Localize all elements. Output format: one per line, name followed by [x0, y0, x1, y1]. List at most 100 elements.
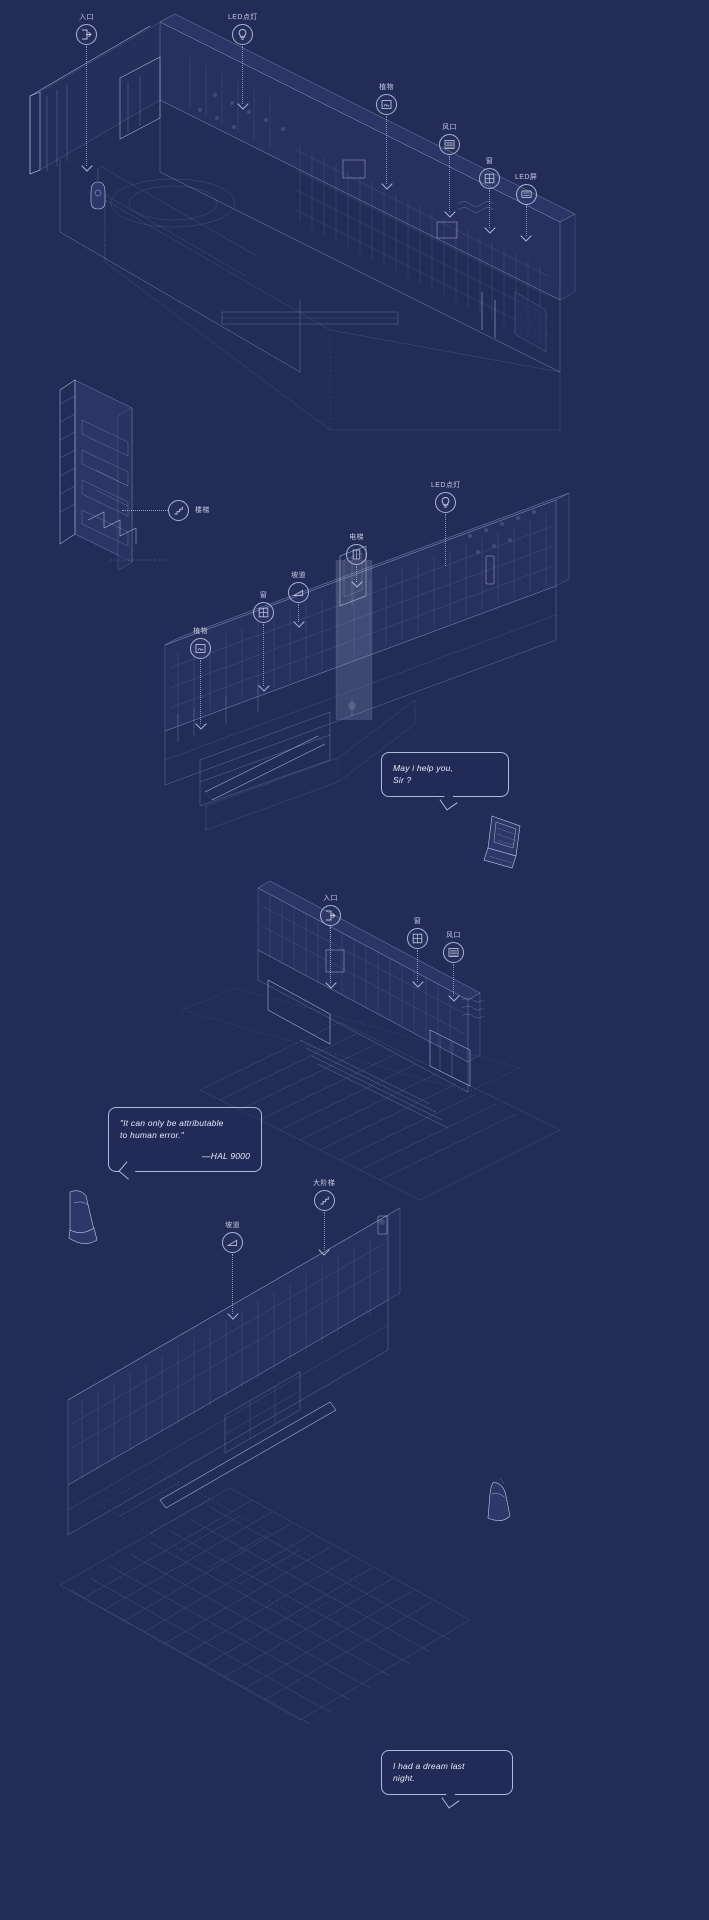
grand-stair-icon — [313, 1190, 335, 1211]
annotation-stairs[interactable]: 楼梯 — [122, 500, 210, 521]
annotation-led-light-2[interactable]: LED点灯 — [431, 482, 461, 566]
annotation-label: 风口 — [442, 124, 457, 131]
leader-line — [525, 206, 527, 236]
leader-line — [417, 950, 418, 982]
leader-line — [298, 604, 299, 622]
annotation-label: 风口 — [446, 932, 461, 939]
service-robot-upper — [90, 168, 106, 210]
service-robot-jug — [487, 1477, 511, 1521]
annotation-label: 坡道 — [225, 1222, 240, 1229]
arrow-head-icon — [226, 1308, 239, 1320]
arrow-head-icon — [324, 977, 337, 989]
window-icon — [407, 928, 428, 949]
section-2-geometry — [59, 379, 168, 571]
arrow-head-icon — [318, 1244, 330, 1256]
leader-line — [242, 46, 244, 104]
arrow-head-icon — [520, 230, 532, 242]
leader-line — [445, 514, 447, 566]
annotation-plant-2[interactable]: 植物 — [190, 628, 211, 730]
annotation-label: 大阶梯 — [313, 1180, 336, 1187]
bubble-line-1: "It can only be attributable — [120, 1118, 224, 1128]
annotation-window-2[interactable]: 窗 — [253, 592, 274, 692]
plant-icon — [376, 94, 397, 115]
arrow-head-icon — [447, 990, 460, 1002]
leader-line — [323, 1212, 325, 1250]
speech-bubble-dream: I had a dream last night. — [381, 1750, 513, 1809]
stairs-icon — [168, 500, 189, 521]
led-screen-icon — [515, 184, 537, 205]
annotation-window-3[interactable]: 窗 — [407, 918, 428, 988]
annotation-air-vent-1[interactable]: 风口 — [439, 124, 460, 218]
annotation-elevator[interactable]: 电梯 — [346, 534, 367, 588]
entrance-icon — [320, 905, 341, 926]
leader-line — [200, 660, 201, 724]
leader-line — [489, 190, 490, 228]
ramp-icon — [222, 1232, 243, 1253]
annotation-entrance-1[interactable]: 入口 — [76, 14, 97, 172]
leader-line — [449, 156, 450, 212]
annotation-label: 坡道 — [291, 572, 306, 579]
robot-figures — [68, 168, 521, 1521]
service-robot-cone — [68, 1190, 98, 1244]
arrow-head-icon — [194, 718, 207, 730]
elevator-icon — [346, 544, 367, 565]
annotation-label: 窗 — [259, 592, 268, 599]
entrance-icon — [76, 24, 97, 45]
annotation-ramp-2[interactable]: 坡道 — [222, 1222, 243, 1320]
leader-line — [386, 116, 387, 184]
section-4-geometry — [181, 880, 561, 1201]
annotation-label: 植物 — [379, 84, 394, 91]
section-1-geometry — [29, 13, 576, 431]
section-5-geometry — [59, 1207, 471, 1725]
bubble-attribution: —HAL 9000 — [202, 1150, 250, 1161]
annotation-label: 窗 — [485, 158, 494, 165]
arrow-head-icon — [380, 178, 393, 190]
window-icon — [253, 602, 274, 623]
arrow-head-icon — [257, 680, 270, 692]
annotation-led-light-1[interactable]: LED点灯 — [228, 14, 258, 110]
arrow-head-icon — [443, 206, 456, 218]
annotation-grand-stair[interactable]: 大阶梯 — [313, 1180, 336, 1256]
bubble-line-1: I had a dream last — [393, 1761, 465, 1771]
window-icon — [479, 168, 500, 189]
leader-line — [330, 927, 331, 983]
air-vent-icon — [439, 134, 460, 155]
annotation-label: LED点灯 — [228, 14, 258, 21]
annotation-ramp-1[interactable]: 坡道 — [288, 572, 309, 628]
arrow-head-icon — [80, 160, 93, 172]
annotation-label: 窗 — [413, 918, 422, 925]
annotation-air-vent-2[interactable]: 风口 — [443, 932, 464, 1002]
annotation-plant-1[interactable]: 植物 — [376, 84, 397, 190]
led-light-icon — [232, 24, 254, 45]
speech-bubble-hal-quote: "It can only be attributable to human er… — [108, 1107, 262, 1180]
annotation-label: 植物 — [193, 628, 208, 635]
leader-line — [453, 964, 454, 996]
led-light-icon — [435, 492, 457, 513]
arrow-head-icon — [483, 222, 496, 234]
annotation-entrance-2[interactable]: 入口 — [320, 895, 341, 989]
annotation-window-1[interactable]: 窗 — [479, 158, 500, 234]
arrow-head-icon — [237, 98, 249, 110]
arrow-head-icon — [350, 576, 363, 588]
annotation-label: 入口 — [79, 14, 94, 21]
leader-line — [356, 566, 357, 582]
annotation-label: LED点灯 — [431, 482, 461, 489]
annotation-label: 楼梯 — [195, 507, 210, 514]
annotation-label: LED屏 — [515, 174, 538, 181]
leader-line — [122, 510, 168, 511]
ramp-icon — [288, 582, 309, 603]
service-robot-cart — [483, 815, 521, 869]
annotation-label: 入口 — [323, 895, 338, 902]
leader-line — [86, 46, 87, 166]
arrow-head-icon — [292, 616, 305, 628]
bubble-line-2: Sir ? — [393, 775, 412, 786]
arrow-head-icon — [411, 976, 424, 988]
annotation-led-screen-1[interactable]: LED屏 — [515, 174, 538, 242]
air-vent-icon — [443, 942, 464, 963]
leader-line — [263, 624, 264, 686]
bubble-line-2: night. — [393, 1773, 415, 1784]
speech-bubble-robot-greeting: May i help you, Sir ? — [381, 752, 509, 811]
bubble-line-1: May i help you, — [393, 763, 454, 773]
